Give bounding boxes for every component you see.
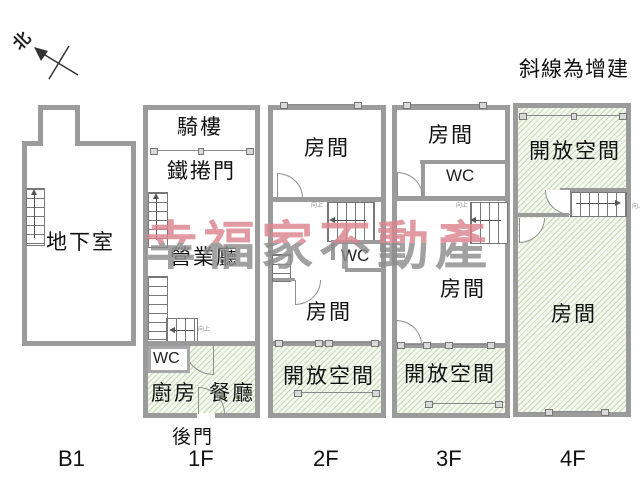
f4-wall-lower [515, 213, 569, 217]
room-label-f1-wc: WC [153, 350, 180, 367]
f3-stairs-arrowhead-icon [470, 217, 476, 223]
f1-stairs-turn-arrowhead-icon [169, 327, 175, 333]
f3-stairs-arrow [475, 220, 501, 221]
room-label-f3-room-mid: 房間 [440, 278, 486, 301]
f2-stairs-icon [327, 202, 375, 242]
f3-addition-area [397, 348, 505, 413]
f4-wall-upper [560, 188, 626, 192]
f2-wall-small [273, 278, 295, 281]
f1-stairs-lower-icon [148, 276, 168, 340]
f3-wc-wall-top [420, 160, 505, 164]
f3-stairs-icon [470, 202, 508, 244]
b1-stairs-icon [26, 188, 45, 246]
room-label-f2-open: 開放空間 [283, 365, 375, 388]
f1-stairs-turn-arrow [174, 330, 194, 331]
f2-open-window-left [275, 340, 323, 347]
f2-stairs-up-note: 向上 [311, 203, 324, 209]
f3-stairs-up-note: 向上 [456, 203, 469, 209]
room-label-f2-room-mid: 房間 [306, 301, 352, 324]
b1-shaft-opening [43, 141, 75, 147]
f4-window-marker [571, 113, 577, 120]
b1-stairs-arrowhead-icon [31, 189, 37, 195]
room-label-f3-room-top: 房間 [428, 124, 474, 147]
f2-wc-wall-bottom [345, 268, 381, 272]
f2-balcony-line [294, 390, 380, 397]
f2-front-window [280, 102, 362, 109]
f4-stairs-up-note: 向上 [632, 204, 640, 210]
f4-stairs-arrowhead-icon [615, 200, 621, 206]
f2-wc-wall-top [331, 240, 381, 244]
legend-note: 斜線為增建 [519, 58, 629, 81]
room-label-f3-wc: WC [446, 166, 475, 185]
b1-outline [22, 141, 136, 346]
room-label-kitchen: 廚房 [151, 382, 197, 405]
f2-stairs-small-icon [272, 254, 291, 282]
f1-shutter-marker [198, 148, 204, 155]
room-label-basement: 地下室 [46, 231, 115, 254]
floor-name-3f: 3F [436, 446, 462, 471]
floor-name-b1: B1 [58, 446, 85, 471]
f4-rear-window [545, 409, 609, 416]
f1-stairs-arrow [156, 198, 157, 240]
f1-backdoor-opening [197, 413, 215, 418]
b1-stairs-arrow [34, 194, 35, 238]
f1-stairs-arrowhead-icon [153, 193, 159, 199]
compass-icon [34, 45, 79, 80]
f4-addition-area [518, 108, 626, 412]
b1-stair-shaft [38, 105, 80, 146]
f3-wc-wall-left [421, 164, 425, 196]
f4-stairs-arrow [576, 203, 616, 204]
f1-wc-room [148, 346, 190, 373]
room-label-hall: 營業廳 [170, 246, 239, 269]
f1-wall [148, 341, 255, 346]
f1-stairs-up-note: 向上 [198, 327, 211, 333]
f2-stairs-arrow [334, 220, 366, 221]
f3-open-window-right [445, 342, 495, 349]
f3-front-window [403, 102, 487, 109]
label-back-door: 後門 [172, 427, 215, 448]
room-label-f3-open: 開放空間 [404, 363, 496, 386]
f3-wall [397, 196, 505, 201]
floor-name-2f: 2F [313, 446, 339, 471]
room-label-f2-wc: WC [341, 246, 370, 265]
f1-stairs-upper-icon [148, 192, 168, 248]
f2-wall [273, 197, 381, 202]
floor-name-4f: 4F [560, 446, 586, 471]
room-label-f2-room-top: 房間 [304, 137, 350, 160]
floor-name-1f: 1F [188, 446, 214, 471]
f2-wc-wall-left [331, 244, 335, 260]
room-label-f4-room: 房間 [551, 303, 597, 326]
f2-addition-area [273, 346, 381, 413]
f3-balcony-line [425, 401, 503, 408]
room-label-arcade: 騎樓 [177, 116, 223, 139]
f3-open-window-left [397, 342, 431, 349]
f2-stairs-arrowhead-icon [329, 217, 335, 223]
room-label-shutter: 鐵捲門 [167, 160, 236, 183]
f2-open-window-right [325, 340, 379, 347]
room-label-f4-open: 開放空間 [529, 140, 621, 163]
